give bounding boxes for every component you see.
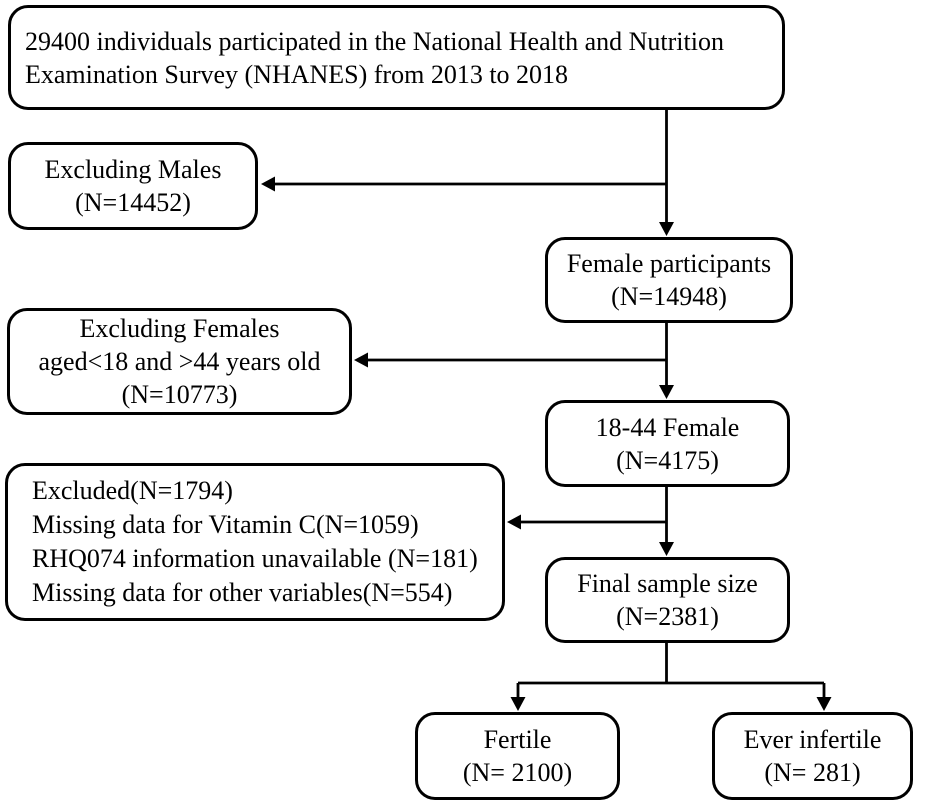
ever-infertile-label: Ever infertile <box>743 725 882 754</box>
final-sample-count: (N=2381) <box>616 602 719 631</box>
excluding-females-criteria: aged<18 and >44 years old <box>38 347 321 376</box>
fertile-label: Fertile <box>483 725 552 754</box>
arrowhead-ever-infertile <box>816 697 832 711</box>
arrowhead-excluded <box>507 514 521 530</box>
ever-infertile-count: (N= 281) <box>764 758 861 787</box>
excluding-females-label: Excluding Females <box>79 314 280 343</box>
arrowhead-excluding-males <box>261 176 275 192</box>
female-18-44-label: 18-44 Female <box>595 412 740 442</box>
excluded-rhq074: RHQ074 information unavailable (N=181) <box>32 544 478 573</box>
nhanes-line-2: Examination Survey (NHANES) from 2013 to… <box>25 59 569 89</box>
female-18-44-box: 18-44 Female (N=4175) <box>545 400 790 487</box>
female-participants-box: Female participants (N=14948) <box>545 237 793 323</box>
arrowhead-female-participants <box>659 222 674 236</box>
fertile-box: Fertile (N= 2100) <box>415 712 620 800</box>
female-participants-count: (N=14948) <box>611 282 727 311</box>
ever-infertile-box: Ever infertile (N= 281) <box>712 712 913 800</box>
excluded-total: Excluded(N=1794) <box>32 476 233 505</box>
excluded-other-variables: Missing data for other variables(N=554) <box>32 578 453 607</box>
excluding-males-label: Excluding Males <box>44 155 222 184</box>
nhanes-line-1: 29400 individuals participated in the Na… <box>25 26 724 56</box>
excluding-females-count: (N=10773) <box>121 380 238 409</box>
arrowhead-fertile <box>510 697 526 711</box>
female-participants-label: Female participants <box>566 249 772 278</box>
arrowhead-final-sample <box>659 542 674 556</box>
nhanes-population-box: 29400 individuals participated in the Na… <box>8 5 785 110</box>
excluded-box: Excluded(N=1794) Missing data for Vitami… <box>5 463 505 621</box>
excluding-males-count: (N=14452) <box>75 188 191 217</box>
arrowhead-excluding-females <box>354 352 368 368</box>
excluding-females-box: Excluding Females aged<18 and >44 years … <box>7 308 352 415</box>
fertile-count: (N= 2100) <box>462 758 573 787</box>
final-sample-box: Final sample size (N=2381) <box>545 557 790 643</box>
excluding-males-box: Excluding Males (N=14452) <box>8 142 258 230</box>
female-18-44-count: (N=4175) <box>616 445 719 475</box>
arrowhead-18-44-female <box>659 385 674 399</box>
final-sample-label: Final sample size <box>577 569 758 598</box>
excluded-vitamin-c: Missing data for Vitamin C(N=1059) <box>32 510 419 539</box>
